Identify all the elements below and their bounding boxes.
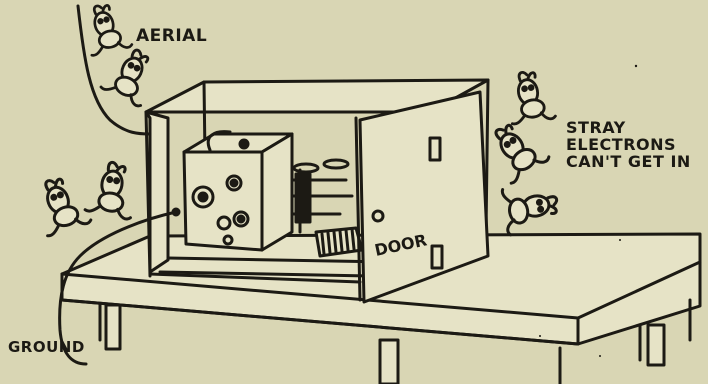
ground-label: GROUND xyxy=(8,340,85,356)
stray-electrons-label: STRAY ELECTRONS CAN'T GET IN xyxy=(566,120,691,170)
stray-label-line-3: CAN'T GET IN xyxy=(566,154,691,171)
electron-stray-1 xyxy=(504,68,556,126)
electron-stray-2 xyxy=(482,115,550,185)
aerial-label: AERIAL xyxy=(136,28,207,46)
radio-receiver xyxy=(184,132,362,256)
electron-ground-1 xyxy=(30,172,91,238)
electron-aerial-1 xyxy=(80,0,132,57)
electron-stray-3 xyxy=(501,181,562,236)
electron-ground-2 xyxy=(85,159,140,220)
electron-aerial-2 xyxy=(100,43,161,107)
